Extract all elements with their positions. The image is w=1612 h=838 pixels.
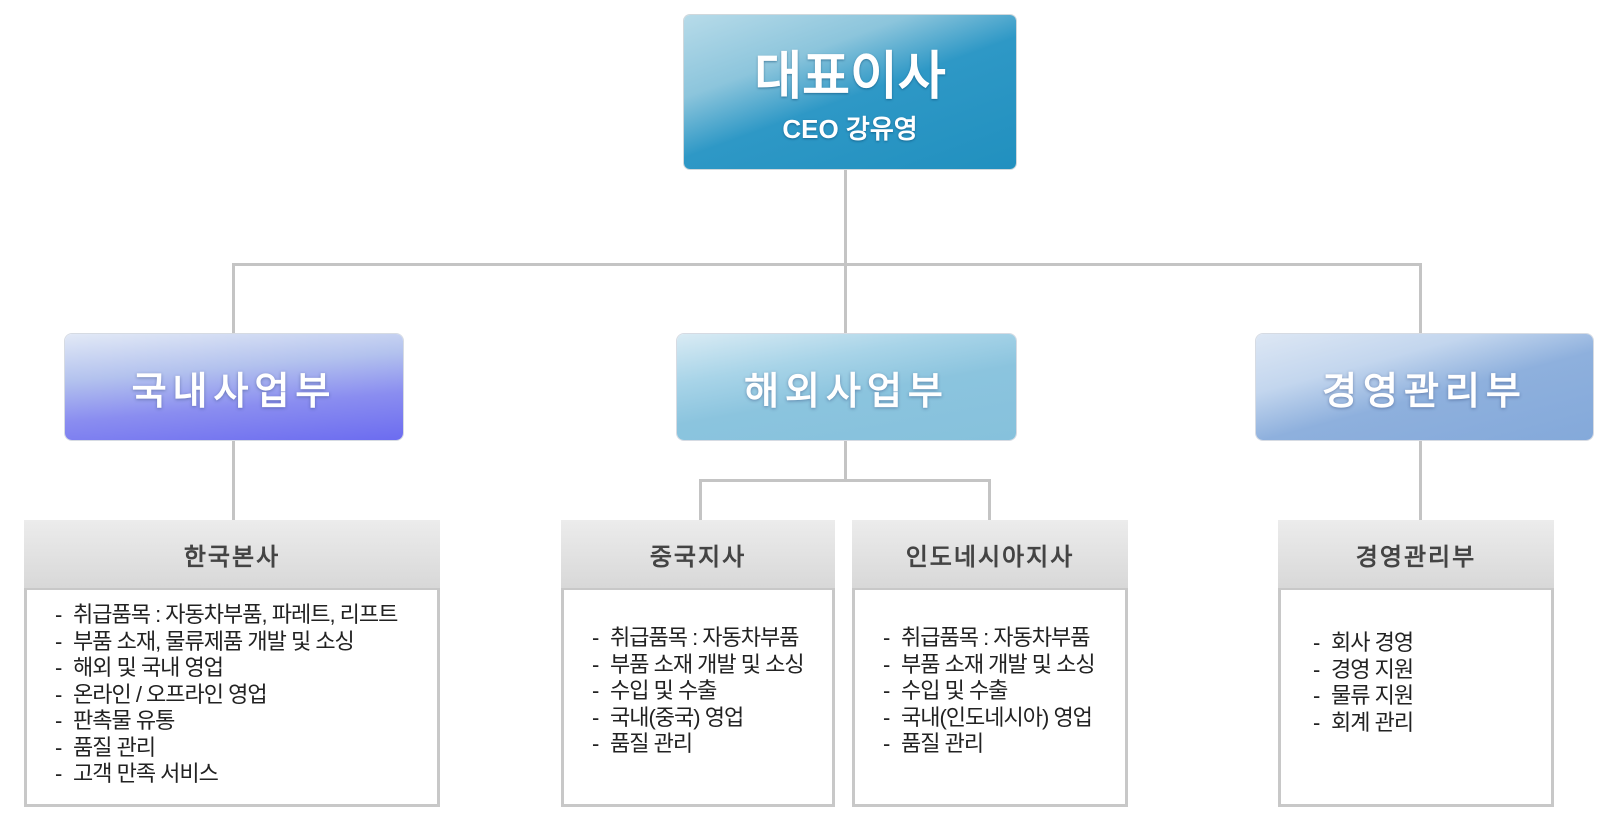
list-item: -회계 관리	[1313, 710, 1551, 737]
list-item-text: 취급품목 : 자동차부품	[901, 625, 1090, 650]
dash-bullet: -	[55, 761, 62, 786]
ceo-subtitle: CEO 강유영	[782, 114, 918, 144]
dash-bullet: -	[55, 628, 62, 654]
list-item-text: 부품 소재, 물류제품 개발 및 소싱	[73, 628, 355, 654]
list-item-text: 국내(인도네시아) 영업	[901, 704, 1093, 730]
list-item-text: 품질 관리	[73, 734, 156, 760]
dash-bullet: -	[592, 731, 599, 756]
branch-china: 중국지사 -취급품목 : 자동차부품-부품 소재 개발 및 소싱-수입 및 수출…	[561, 520, 835, 807]
dept-overseas: 해외사업부	[677, 334, 1016, 440]
list-item: -수입 및 수출	[592, 678, 832, 705]
list-item-text: 경영 지원	[1331, 656, 1414, 682]
list-item: -취급품목 : 자동차부품	[592, 625, 832, 652]
list-item: -수입 및 수출	[883, 678, 1125, 705]
list-item-text: 회계 관리	[1331, 709, 1414, 735]
list-item-text: 부품 소재 개발 및 소싱	[610, 651, 805, 677]
list-item-text: 국내(중국) 영업	[610, 704, 744, 730]
list-item: -회사 경영	[1313, 630, 1551, 657]
dash-bullet: -	[883, 678, 890, 703]
list-item-text: 취급품목 : 자동차부품, 파레트, 리프트	[73, 602, 398, 627]
list-item: -부품 소재 개발 및 소싱	[883, 652, 1125, 679]
list-item-text: 온라인 / 오프라인 영업	[73, 681, 268, 707]
dash-bullet: -	[883, 731, 890, 756]
dash-bullet: -	[55, 655, 62, 680]
list-item: -품질 관리	[883, 731, 1125, 758]
list-item: -품질 관리	[55, 735, 437, 762]
connector-horizontal-main	[232, 263, 1422, 266]
list-item: -국내(중국) 영업	[592, 705, 832, 732]
list-item: -경영 지원	[1313, 657, 1551, 684]
branch-list: -회사 경영-경영 지원-물류 지원-회계 관리	[1281, 590, 1551, 736]
branch-title: 중국지사	[561, 520, 835, 590]
connector-overseas-horizontal	[699, 479, 991, 482]
list-item-text: 품질 관리	[610, 731, 693, 756]
list-item: -취급품목 : 자동차부품, 파레트, 리프트	[55, 602, 437, 629]
branch-indonesia: 인도네시아지사 -취급품목 : 자동차부품-부품 소재 개발 및 소싱-수입 및…	[852, 520, 1128, 807]
list-item: -온라인 / 오프라인 영업	[55, 682, 437, 709]
dash-bullet: -	[883, 704, 890, 730]
list-item: -물류 지원	[1313, 683, 1551, 710]
branch-korea: 한국본사 -취급품목 : 자동차부품, 파레트, 리프트-부품 소재, 물류제품…	[24, 520, 440, 807]
list-item-text: 고객 만족 서비스	[73, 761, 219, 786]
list-item-text: 부품 소재 개발 및 소싱	[901, 651, 1096, 677]
ceo-title: 대표이사	[754, 48, 946, 106]
branch-list: -취급품목 : 자동차부품, 파레트, 리프트-부품 소재, 물류제품 개발 및…	[27, 590, 437, 788]
list-item: -품질 관리	[592, 731, 832, 758]
branch-list: -취급품목 : 자동차부품-부품 소재 개발 및 소싱-수입 및 수출-국내(인…	[855, 590, 1125, 758]
connector-domestic-korea	[232, 440, 235, 521]
list-item: -고객 만족 서비스	[55, 761, 437, 788]
dash-bullet: -	[592, 651, 599, 677]
dash-bullet: -	[592, 678, 599, 703]
list-item-text: 회사 경영	[1331, 630, 1414, 655]
list-item: -국내(인도네시아) 영업	[883, 705, 1125, 732]
branch-list: -취급품목 : 자동차부품-부품 소재 개발 및 소싱-수입 및 수출-국내(중…	[564, 590, 832, 758]
dash-bullet: -	[592, 625, 599, 650]
list-item-text: 수입 및 수출	[610, 678, 717, 703]
dash-bullet: -	[883, 625, 890, 650]
dash-bullet: -	[1313, 709, 1320, 735]
branch-management: 경영관리부 -회사 경영-경영 지원-물류 지원-회계 관리	[1278, 520, 1554, 807]
dash-bullet: -	[1313, 683, 1320, 708]
list-item-text: 수입 및 수출	[901, 678, 1008, 703]
connector-domestic	[232, 263, 235, 335]
dash-bullet: -	[1313, 656, 1320, 682]
list-item: -해외 및 국내 영업	[55, 655, 437, 682]
list-item: -취급품목 : 자동차부품	[883, 625, 1125, 652]
list-item: -판촉물 유통	[55, 708, 437, 735]
dash-bullet: -	[883, 651, 890, 677]
branch-title: 인도네시아지사	[852, 520, 1128, 590]
dash-bullet: -	[55, 681, 62, 707]
connector-ceo-down	[844, 169, 847, 335]
branch-title: 경영관리부	[1278, 520, 1554, 590]
list-item-text: 판촉물 유통	[73, 708, 175, 733]
connector-overseas-down	[844, 440, 847, 481]
list-item: -부품 소재, 물류제품 개발 및 소싱	[55, 629, 437, 656]
dash-bullet: -	[592, 704, 599, 730]
branch-title: 한국본사	[24, 520, 440, 590]
connector-china	[699, 479, 702, 521]
connector-indonesia	[988, 479, 991, 521]
list-item-text: 취급품목 : 자동차부품	[610, 625, 799, 650]
list-item-text: 물류 지원	[1331, 683, 1414, 708]
ceo-box: 대표이사 CEO 강유영	[684, 15, 1016, 169]
list-item: -부품 소재 개발 및 소싱	[592, 652, 832, 679]
connector-management	[1419, 263, 1422, 335]
list-item-text: 품질 관리	[901, 731, 984, 756]
dash-bullet: -	[55, 708, 62, 733]
dept-domestic: 국내사업부	[65, 334, 403, 440]
dash-bullet: -	[55, 602, 62, 627]
dash-bullet: -	[55, 734, 62, 760]
dept-management: 경영관리부	[1256, 334, 1593, 440]
connector-management-sub	[1419, 440, 1422, 521]
list-item-text: 해외 및 국내 영업	[73, 655, 224, 680]
dash-bullet: -	[1313, 630, 1320, 655]
